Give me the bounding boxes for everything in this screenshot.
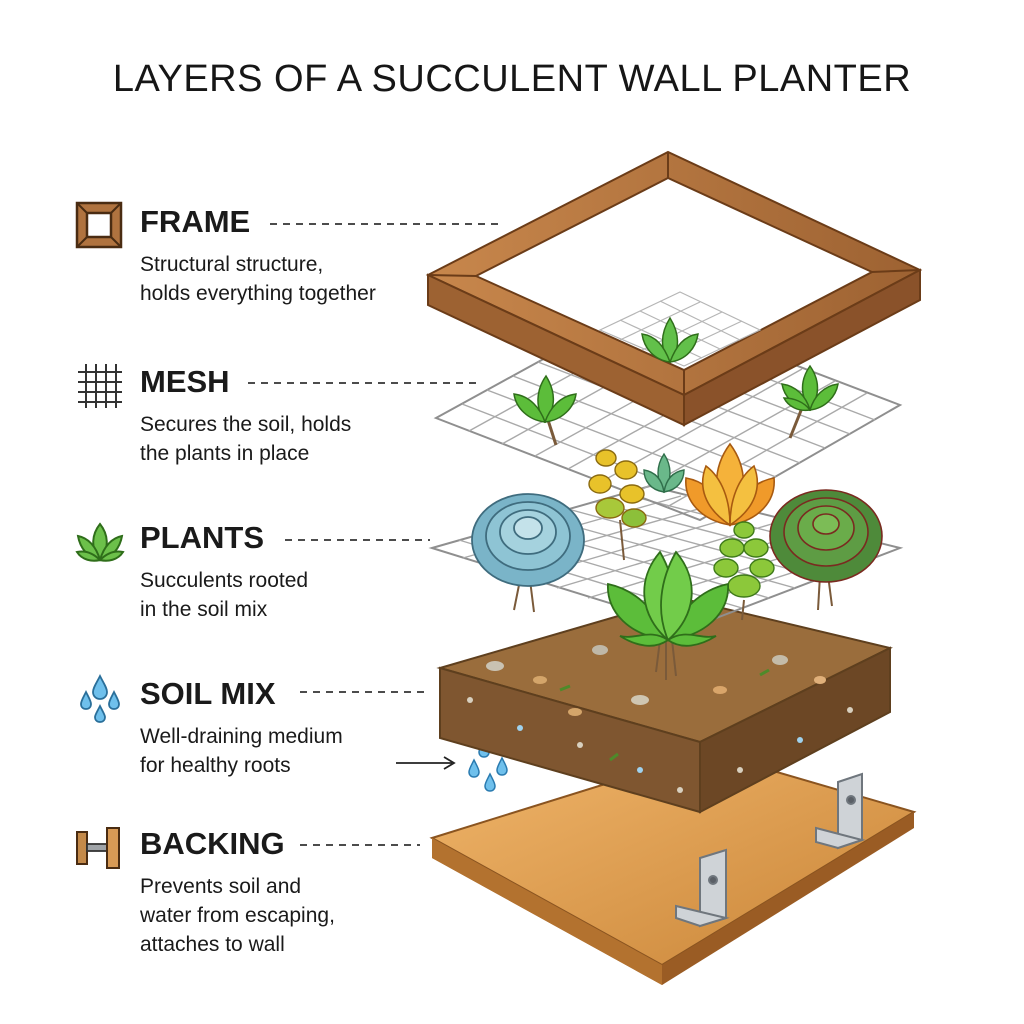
layer-plants-description: Succulents rooted in the soil mix	[140, 569, 309, 621]
succulent-green-spiky	[713, 521, 775, 621]
drainage-arrow	[396, 756, 456, 770]
succulent-red-rosette	[769, 489, 883, 611]
diagram-title: LAYERS OF A SUCCULENT WALL PLANTER	[112, 58, 912, 100]
succulent-blue-rosette	[471, 493, 585, 613]
wall-mount-bracket-icon	[76, 827, 120, 869]
succulent-orange-rosette	[685, 442, 775, 527]
succulent-leaves-icon	[75, 522, 125, 562]
succulent-frame-small	[641, 316, 699, 364]
layer-backing-description: Prevents soil and water from escaping, a…	[140, 875, 335, 956]
wall-bracket-right	[815, 772, 866, 850]
water-drops-icon	[80, 673, 120, 723]
leader-lines	[248, 223, 500, 846]
succulent-upper-left	[513, 374, 577, 446]
soil-pebbles	[467, 636, 853, 793]
layer-backing-label: BACKING	[140, 826, 285, 861]
wooden-frame	[425, 150, 923, 427]
succulent-large-green-rosette	[607, 550, 729, 680]
wall-bracket-left	[675, 848, 730, 928]
layer-mesh-label: MESH	[140, 364, 230, 399]
layer-frame-label: FRAME	[140, 204, 251, 239]
layer-soil-mix-label: SOIL MIX	[140, 676, 276, 711]
layer-plants-label: PLANTS	[140, 520, 264, 555]
succulent-yellow-sprig	[588, 449, 647, 561]
frame-icon	[75, 201, 123, 249]
layer-soil-mix-description: Well-draining medium for healthy roots	[140, 725, 343, 777]
succulent-small-teal	[643, 452, 685, 494]
layer-mesh-description: Secures the soil, holds the plants in pl…	[140, 413, 352, 465]
grid-mesh-icon	[78, 364, 122, 408]
layer-frame-description: Structural structure, holds everything t…	[140, 253, 376, 305]
succulent-upper-right	[781, 364, 839, 439]
